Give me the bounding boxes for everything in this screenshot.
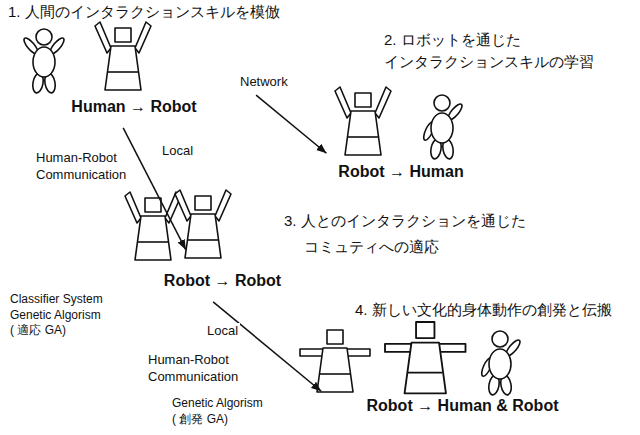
annotation-label: Human-Robot Communication: [36, 150, 146, 184]
node-label: Robot → Human & Robot: [367, 397, 559, 415]
robot-figure: [125, 192, 181, 260]
ellipse-node: 3. 人とのインタラクションを通じた コミュティへの適応Robot → Robo…: [115, 248, 330, 302]
ellipse-fill: [115, 248, 330, 302]
node-heading: 4. 新しい文化的身体動作の創発と伝搬: [355, 300, 612, 320]
human-figure: [422, 95, 465, 160]
robot-figure: [95, 22, 151, 90]
annotation-label: Human-Robot Communication: [148, 352, 258, 386]
edge-label: Network: [238, 74, 290, 89]
robot-figure: [175, 190, 231, 258]
edge-label: Local: [205, 323, 240, 338]
ellipse-node: 1. 人間のインタラクションスキルを模倣Human → Robot: [10, 72, 258, 128]
node-heading: 1. 人間のインタラクションスキルを模倣: [8, 2, 280, 22]
ellipse-fill: [10, 72, 258, 128]
ellipse-fill: [310, 143, 492, 191]
human-figure: [480, 331, 523, 396]
annotation-label: Classifier System Genetic Algorism ( 適応 …: [10, 292, 106, 339]
node-label: Robot → Human: [338, 163, 463, 181]
ellipse-node: 4. 新しい文化的身体動作の創発と伝搬Robot → Human & Robot: [290, 378, 635, 435]
node-heading: 2. ロボットを通じた インタラクションスキルの学習: [384, 29, 634, 73]
arrow-connector: [256, 95, 326, 153]
node-heading: 3. 人とのインタラクションを通じた コミュティへの適応: [284, 208, 634, 260]
node-label: Robot → Robot: [164, 272, 281, 290]
ellipse-fill: [290, 378, 635, 435]
ellipse-node: 2. ロボットを通じた インタラクションスキルの学習Robot → Human: [310, 143, 492, 191]
robot-figure: [335, 87, 391, 155]
human-figure: [22, 29, 66, 94]
edge-label: Local: [160, 143, 195, 158]
node-label: Human → Robot: [71, 98, 196, 116]
robot-figure: [385, 322, 466, 393]
annotation-label: Genetic Algorism ( 創発 GA): [172, 396, 268, 427]
